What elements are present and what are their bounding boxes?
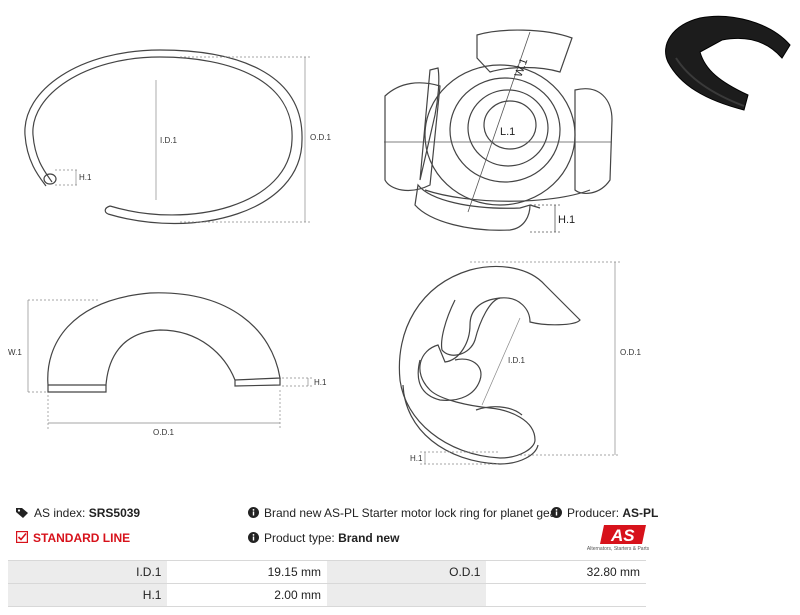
checkbox-icon [15, 531, 29, 546]
logo-tagline: Alternators, Starters & Parts [586, 546, 650, 552]
product-type-row: Product type: Brand new [248, 531, 399, 546]
line-row: STANDARD LINE [15, 531, 131, 546]
param-value: 19.15 mm [167, 560, 327, 584]
e-clip-drawing [398, 265, 581, 465]
standard-line-label: STANDARD LINE [33, 531, 131, 545]
dim-label-l-lock: L.1 [500, 126, 515, 138]
dim-label-od-ring: O.D.1 [310, 133, 331, 142]
info-icon [248, 506, 259, 521]
param-value: 2.00 mm [167, 583, 327, 607]
dim-label-w-lock: W.1 [513, 57, 531, 79]
description-text: Brand new AS-PL Starter motor lock ring … [264, 506, 561, 520]
table-row: H.1 2.00 mm [8, 583, 646, 607]
dim-label-od-clip: O.D.1 [620, 348, 641, 357]
dim-label-id-ring: I.D.1 [160, 136, 177, 145]
tag-icon [16, 507, 29, 521]
dim-label-od-side: O.D.1 [153, 428, 174, 437]
as-index-label: AS index: [34, 506, 86, 520]
dim-label-w-side: W.1 [8, 348, 22, 357]
as-pl-logo: AS [600, 525, 646, 545]
dim-label-h-clip: H.1 [410, 454, 423, 463]
as-index-row: AS index: SRS5039 [16, 506, 140, 521]
table-row: I.D.1 19.15 mm O.D.1 32.80 mm [8, 560, 646, 584]
technical-drawings: I.D.1 O.D.1 H.1 W.1 L.1 H.1 W.1 O.D.1 H.… [8, 15, 791, 465]
product-photo [665, 15, 791, 111]
side-view-drawing [47, 292, 281, 393]
product-type-label: Product type: [264, 531, 335, 545]
param-value [486, 583, 646, 607]
logo-text: AS [610, 526, 635, 545]
info-icon [551, 506, 562, 521]
param-value: 32.80 mm [486, 560, 646, 584]
param-key: O.D.1 [326, 560, 487, 584]
ring-drawing [24, 49, 303, 225]
info-icon [248, 531, 259, 546]
dim-label-id-clip: I.D.1 [508, 356, 525, 365]
dim-label-h-lock: H.1 [558, 214, 575, 226]
lock-3d-drawing [384, 29, 613, 231]
producer-label: Producer: [567, 506, 620, 520]
param-key: I.D.1 [8, 560, 168, 584]
description-row: Brand new AS-PL Starter motor lock ring … [248, 506, 560, 521]
dim-label-h-side: H.1 [314, 378, 327, 387]
param-key [326, 583, 487, 607]
product-type-value: Brand new [338, 531, 400, 545]
param-key: H.1 [8, 583, 168, 607]
producer-value: AS-PL [622, 506, 659, 520]
producer-row: Producer: AS-PL [551, 506, 658, 521]
parameters-table: I.D.1 19.15 mm O.D.1 32.80 mm H.1 2.00 m… [8, 560, 646, 607]
as-index-value: SRS5039 [88, 506, 141, 520]
dim-label-h-ring: H.1 [79, 173, 92, 182]
